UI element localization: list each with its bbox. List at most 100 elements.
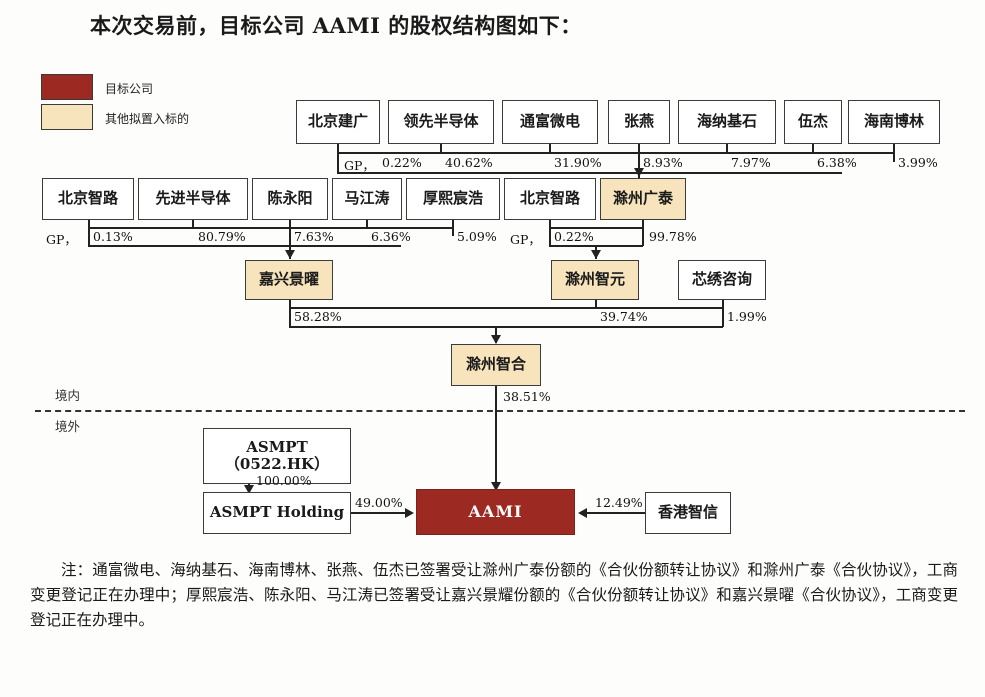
node-houxi-chenhao[interactable]: 厚熙宸浩 (406, 178, 500, 220)
arrowhead-asmpt-to-holding (244, 485, 254, 494)
connector-row2-stub-2 (289, 220, 291, 228)
connector-row2-stub-5 (549, 220, 551, 228)
connector-row2-left-to-jiaxing-jingyao (289, 227, 291, 259)
zone-label-domestic: 境内 (55, 388, 81, 403)
node-asmpt-holding[interactable]: ASMPT Holding (203, 492, 351, 534)
row3-pct-0: 58.28% (294, 309, 342, 324)
connector-row2-right-rail-left-cap (549, 227, 551, 246)
onshore-offshore-divider (35, 410, 965, 412)
connector-row1-stub-6 (893, 144, 895, 153)
connector-row3-rail-right-cap (722, 307, 724, 327)
connector-row2-left-rail-left-cap (88, 227, 90, 246)
node-haina-jishi[interactable]: 海纳基石 (678, 100, 776, 144)
zone-label-offshore: 境外 (55, 419, 81, 434)
node-hongkong-zhixin[interactable]: 香港智信 (645, 492, 731, 534)
node-jiaxing-jingyao[interactable]: 嘉兴景曜 (245, 260, 333, 300)
connector-row2-right-rail-right-cap (642, 227, 644, 246)
node-asmpt-line2: （0522.HK） (224, 455, 330, 473)
node-beijing-zhilu-left[interactable]: 北京智路 (42, 178, 134, 220)
connector-row3-to-chuzhou-zhihe (495, 326, 497, 343)
connector-row1-rail-left-cap (337, 152, 339, 173)
row2-pct-1: 80.79% (198, 229, 246, 244)
connector-row3-rail-bottom (289, 326, 723, 328)
row2-pct-2: 7.63% (294, 229, 334, 244)
row3-pct-2: 1.99% (727, 309, 767, 324)
node-tongfu-microelectronics[interactable]: 通富微电 (502, 100, 598, 144)
node-asmpt-line1: ASMPT (246, 437, 308, 456)
page-title: 本次交易前，目标公司 AAMI 的股权结构图如下： (90, 13, 582, 38)
node-hainan-bolin[interactable]: 海南博林 (848, 100, 940, 144)
pct-asmpt-to-holding: 100.00% (256, 473, 312, 488)
node-beijing-zhilu-right[interactable]: 北京智路 (504, 178, 596, 220)
row1-pct-1: 40.62% (445, 155, 493, 170)
node-ma-jiangtao[interactable]: 马江涛 (332, 178, 402, 220)
row1-pct-2: 31.90% (554, 155, 602, 170)
row3-pct-1: 39.74% (600, 309, 648, 324)
connector-row2-stub-0 (88, 220, 90, 228)
connector-row3-rail-left-cap (289, 307, 291, 327)
legend-label-other-assets: 其他拟置入标的 (105, 112, 190, 126)
arrowhead-to-chuzhou-zhihe (491, 335, 501, 344)
connector-chuzhou-zhihe-to-aami (495, 386, 497, 490)
row1-pct-4: 7.97% (731, 155, 771, 170)
node-beijing-jianguang[interactable]: 北京建广 (296, 100, 380, 144)
row2-pct-4: 5.09% (457, 229, 497, 244)
node-asmpt[interactable]: ASMPT （0522.HK） (203, 428, 351, 484)
connector-row1-rail-top (337, 152, 894, 154)
row2-pct-0: 0.13% (93, 229, 133, 244)
row4-pct-to-aami: 38.51% (503, 389, 551, 404)
node-lingxian-semiconductor[interactable]: 领先半导体 (388, 100, 494, 144)
connector-row3-rail-top (289, 307, 723, 309)
node-xianjin-semiconductor[interactable]: 先进半导体 (138, 178, 248, 220)
row2-pct-5: 0.22% (554, 229, 594, 244)
connector-row3-stub-1 (595, 300, 597, 308)
node-chuzhou-zhihe[interactable]: 滁州智合 (451, 344, 541, 386)
pct-hk-zhixin-to-aami: 12.49% (595, 495, 643, 510)
connector-row2-right-rail-top (549, 227, 643, 229)
connector-row2-left-rail-bottom (88, 245, 401, 247)
arrowhead-row1-to-chuzhou-guangtai (634, 168, 644, 177)
legend-label-target-company: 目标公司 (105, 82, 154, 96)
row2-gp-tag-right: GP， (510, 232, 541, 247)
connector-hk-zhixin-to-aami (586, 512, 645, 514)
connector-row1-stub-1 (440, 144, 442, 153)
connector-row2-stub-1 (192, 220, 194, 228)
connector-row3-stub-2 (722, 300, 724, 308)
node-chuzhou-guangtai[interactable]: 滁州广泰 (600, 178, 686, 220)
row2-pct-6: 99.78% (649, 229, 697, 244)
connector-row1-stub-3 (638, 144, 640, 153)
row1-pct-0: 0.22% (382, 155, 422, 170)
row2-gp-tag-left: GP， (46, 232, 77, 247)
arrowhead-to-jiaxing-jingyao (285, 250, 295, 259)
node-chuzhou-zhiyuan[interactable]: 滁州智元 (551, 260, 639, 300)
row2-pct-3: 6.36% (371, 229, 411, 244)
node-zhang-yan[interactable]: 张燕 (608, 100, 670, 144)
row1-pct-3: 8.93% (643, 155, 683, 170)
row1-gp-tag: GP， (344, 158, 375, 173)
arrowhead-to-chuzhou-zhiyuan (591, 250, 601, 259)
node-wu-jie[interactable]: 伍杰 (784, 100, 842, 144)
arrowhead-hk-zhixin-to-aami (578, 508, 587, 518)
node-chen-yongyang[interactable]: 陈永阳 (252, 178, 328, 220)
connector-row1-stub-0 (337, 144, 339, 153)
arrowhead-holding-to-aami (405, 508, 414, 518)
pct-holding-to-aami: 49.00% (355, 495, 403, 510)
connector-row1-stub-2 (549, 144, 551, 153)
arrowhead-chuzhou-zhihe-to-aami (491, 482, 501, 491)
connector-row1-rail-bottom (337, 172, 842, 174)
footnote-text: 注：通富微电、海纳基石、海南博林、张燕、伍杰已签署受让滁州广泰份额的《合伙份额转… (30, 561, 958, 630)
connector-row3-stub-0 (289, 300, 291, 308)
connector-row1-rail-right-cap (893, 152, 895, 162)
connector-row2-stub-6 (642, 220, 644, 228)
connector-row1-stub-4 (726, 144, 728, 153)
node-aami[interactable]: AAMI (416, 489, 575, 535)
connector-row1-stub-5 (812, 144, 814, 153)
node-xinxiu-zixun[interactable]: 芯绣咨询 (678, 260, 766, 300)
connector-row1-to-chuzhou-guangtai (638, 152, 640, 178)
row1-pct-5: 6.38% (817, 155, 857, 170)
connector-row2-left-rail-right-cap (452, 227, 454, 236)
legend-swatch-target-company (41, 74, 93, 100)
connector-row2-stub-4 (452, 220, 454, 228)
connector-row2-left-rail-top (88, 227, 453, 229)
